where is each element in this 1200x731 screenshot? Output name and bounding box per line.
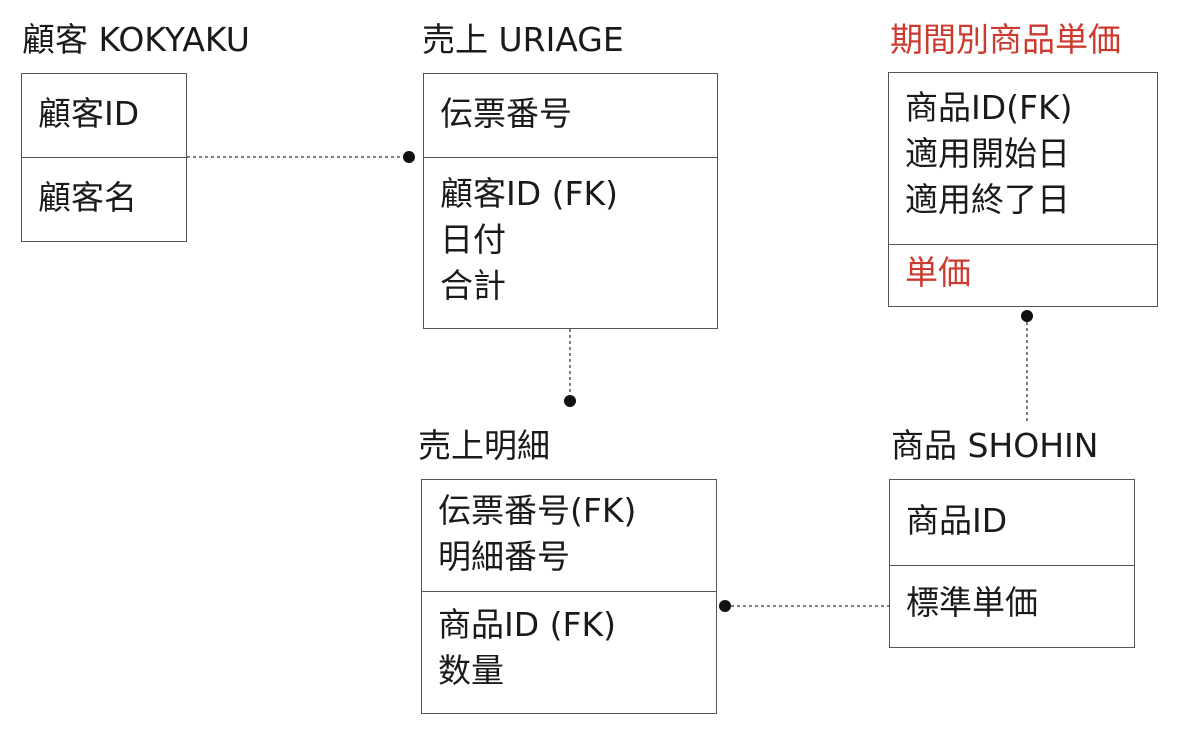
kikanbetsu-attr-product-id-fk: 商品ID(FK) bbox=[905, 88, 1073, 127]
entity-uriage-meisai-attr-section: 商品ID (FK) 数量 bbox=[422, 592, 716, 694]
uriage-meisai-attr-slip-number-fk: 伝票番号(FK) bbox=[438, 491, 637, 530]
entity-shohin: 商品ID 標準単価 bbox=[889, 479, 1135, 648]
entity-uriage-key-section: 伝票番号 bbox=[424, 74, 717, 158]
relationship-uriage-uriage-meisai bbox=[564, 329, 576, 407]
kikanbetsu-attr-end-date: 適用終了日 bbox=[905, 180, 1070, 219]
entity-title-uriage-meisai: 売上明細 bbox=[418, 426, 550, 465]
entity-title-uriage: 売上 URIAGE bbox=[422, 20, 624, 59]
entity-uriage-attr-section: 顧客ID (FK) 日付 合計 bbox=[424, 158, 717, 309]
entity-title-kokyaku: 顧客 KOKYAKU bbox=[22, 20, 250, 59]
shohin-attr-standard-price: 標準単価 bbox=[906, 583, 1038, 622]
kikanbetsu-attr-unit-price: 単価 bbox=[905, 253, 971, 292]
entity-uriage-meisai-key-section: 伝票番号(FK) 明細番号 bbox=[422, 480, 716, 592]
entity-shohin-attr-section: 標準単価 bbox=[890, 566, 1134, 626]
entity-kikanbetsu-key-section: 商品ID(FK) 適用開始日 適用終了日 bbox=[889, 73, 1157, 245]
uriage-meisai-attr-quantity: 数量 bbox=[438, 651, 504, 690]
uriage-attr-total: 合計 bbox=[440, 266, 506, 305]
relationship-shohin-uriage-meisai bbox=[719, 600, 889, 612]
entity-uriage-meisai: 伝票番号(FK) 明細番号 商品ID (FK) 数量 bbox=[421, 479, 717, 714]
kikanbetsu-attr-start-date: 適用開始日 bbox=[905, 134, 1070, 173]
uriage-meisai-attr-product-id-fk: 商品ID (FK) bbox=[438, 605, 617, 644]
relationship-kokyaku-uriage bbox=[187, 151, 415, 163]
entity-uriage: 伝票番号 顧客ID (FK) 日付 合計 bbox=[423, 73, 718, 329]
entity-kikanbetsu: 商品ID(FK) 適用開始日 適用終了日 単価 bbox=[888, 72, 1158, 307]
entity-kokyaku-attr-section: 顧客名 bbox=[22, 158, 186, 221]
connector-dot bbox=[403, 151, 415, 163]
kokyaku-attr-customer-id: 顧客ID bbox=[38, 94, 140, 133]
entity-kokyaku-key-section: 顧客ID bbox=[22, 74, 186, 158]
entity-kikanbetsu-attr-section: 単価 bbox=[889, 245, 1157, 296]
uriage-attr-customer-id-fk: 顧客ID (FK) bbox=[440, 174, 619, 213]
uriage-attr-date: 日付 bbox=[440, 220, 506, 259]
connector-dot bbox=[1021, 310, 1033, 322]
entity-title-shohin: 商品 SHOHIN bbox=[891, 426, 1099, 465]
connector-dot bbox=[719, 600, 731, 612]
relationship-shohin-kikanbetsu bbox=[1021, 310, 1033, 423]
connector-dot bbox=[564, 395, 576, 407]
kokyaku-attr-customer-name: 顧客名 bbox=[38, 178, 137, 217]
uriage-meisai-attr-line-number: 明細番号 bbox=[438, 537, 570, 576]
uriage-attr-slip-number: 伝票番号 bbox=[440, 94, 572, 133]
entity-shohin-key-section: 商品ID bbox=[890, 480, 1134, 566]
entity-kokyaku: 顧客ID 顧客名 bbox=[21, 73, 187, 242]
entity-title-kikanbetsu: 期間別商品単価 bbox=[890, 20, 1121, 59]
shohin-attr-product-id: 商品ID bbox=[906, 501, 1008, 540]
